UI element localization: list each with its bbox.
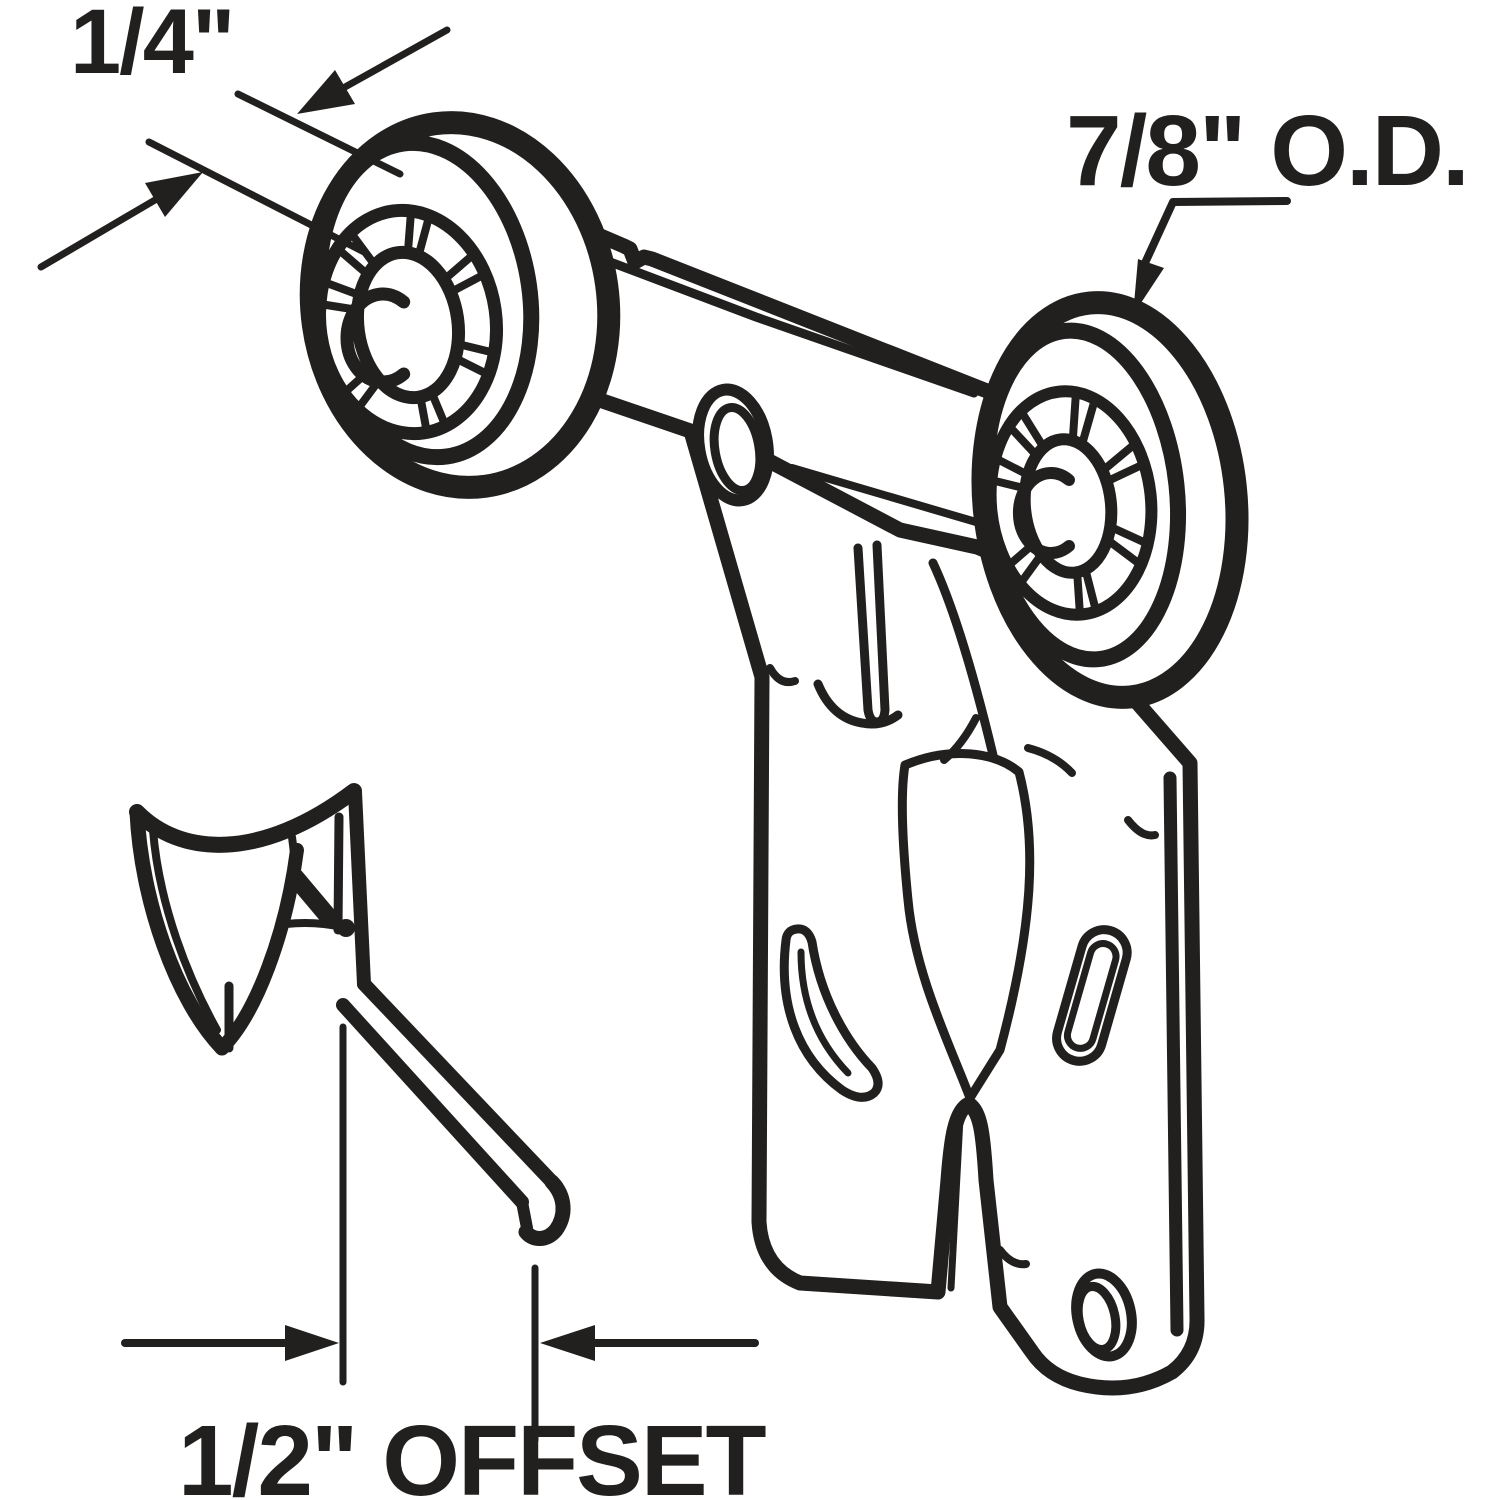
left-curved-slot — [779, 924, 883, 1102]
adjustment-slot-inner-line — [947, 1114, 964, 1292]
dim-thickness-arrow-upper-shaft — [341, 26, 451, 91]
hanger-tab-curl — [813, 679, 903, 729]
strap-crease-line — [788, 464, 980, 526]
leader-od-arrowhead — [1133, 259, 1164, 315]
clip-foot-inner — [516, 1196, 533, 1234]
dim-thickness-arrowhead-lower — [145, 172, 203, 217]
clip-vertical-face — [348, 785, 371, 991]
clip-leg-upper-edge — [357, 977, 563, 1193]
accent-stroke-teardrop-right — [1024, 744, 1076, 777]
leader-outer-diameter: 7/8" O.D. — [1066, 95, 1470, 315]
clip-scoop-left-inner-line — [149, 826, 221, 1034]
label-offset: 1/2" OFFSET — [178, 1405, 767, 1500]
left-roller — [299, 111, 621, 499]
emboss-edge-curve — [928, 558, 998, 760]
right-angled-slot-outer — [1052, 925, 1132, 1066]
label-outer-diameter: 7/8" O.D. — [1066, 95, 1468, 207]
dim-offset: 1/2" OFFSET — [121, 1023, 769, 1500]
left-curved-slot-inner-line — [797, 948, 852, 1077]
dim-offset-arrowhead-left — [285, 1325, 339, 1361]
right-angled-slot — [1052, 925, 1132, 1066]
teardrop-emboss — [897, 748, 1035, 1103]
right-roller — [971, 291, 1249, 709]
right-roller-spokes — [987, 388, 1152, 619]
strap-hole-inner — [709, 402, 765, 496]
clip-vertical-face-inner-line — [333, 812, 344, 935]
leader-od-line — [1141, 197, 1291, 267]
clip-fold — [286, 868, 336, 924]
accent-stroke-right-edge — [1124, 816, 1159, 840]
label-roller-thickness: 1/4" — [70, 0, 234, 93]
strap-top-inner-line — [576, 246, 979, 398]
dim-offset-arrowhead-right — [540, 1325, 595, 1361]
dim-thickness-arrow-lower-shaft — [37, 196, 159, 271]
dim-roller-thickness: 1/4" — [37, 0, 451, 271]
clip-scoop-left-edge — [129, 804, 230, 1056]
clip-leg-lower-edge — [336, 998, 529, 1209]
clip-saddle-top — [129, 783, 362, 853]
accent-stroke-bottom — [996, 1246, 1030, 1269]
clip-fold-link — [282, 919, 346, 931]
clip-bend-knuckle — [337, 919, 355, 937]
dim-thickness-extension-upper — [234, 90, 404, 178]
accent-stroke-left-edge — [766, 664, 799, 687]
left-roller-c-clip — [340, 287, 411, 389]
offset-clip — [129, 783, 571, 1246]
dim-thickness-arrowhead-upper — [297, 70, 355, 114]
dim-thickness-extension-lower — [145, 138, 370, 257]
right-roller-c-clip — [1012, 467, 1075, 559]
clip-foot-hook — [518, 1174, 571, 1246]
plate-right-edge-inner-line — [1163, 771, 1184, 1337]
right-angled-slot-inner — [1063, 940, 1120, 1052]
screw-hole-inner — [1073, 1281, 1121, 1355]
